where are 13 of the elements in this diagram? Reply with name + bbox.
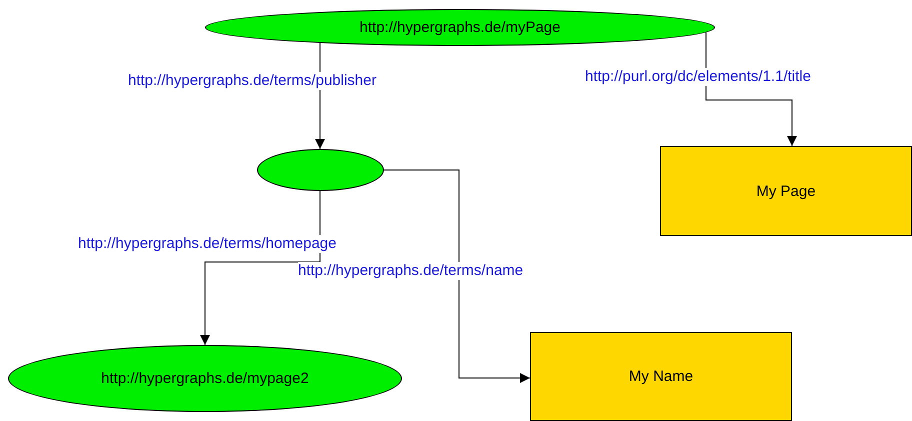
arrow (706, 32, 797, 146)
edge-label: http://hypergraphs.de/terms/homepage (78, 235, 336, 253)
edge-label: http://hypergraphs.de/terms/name (298, 262, 524, 280)
node-text: My Name (628, 368, 694, 385)
node-text: http://hypergraphs.de/myPage (360, 19, 560, 36)
node-text: My Page (756, 182, 816, 200)
literal-box (660, 146, 912, 236)
edge-label: http://purl.org/dc/elements/1.1/title (585, 68, 811, 86)
node-text: http://hypergraphs.de/mypage2 (101, 370, 309, 387)
arrow (200, 190, 320, 346)
edge-label: http://hypergraphs.de/terms/publisher (128, 72, 376, 90)
literal-box (530, 332, 792, 421)
arrow (384, 170, 530, 383)
